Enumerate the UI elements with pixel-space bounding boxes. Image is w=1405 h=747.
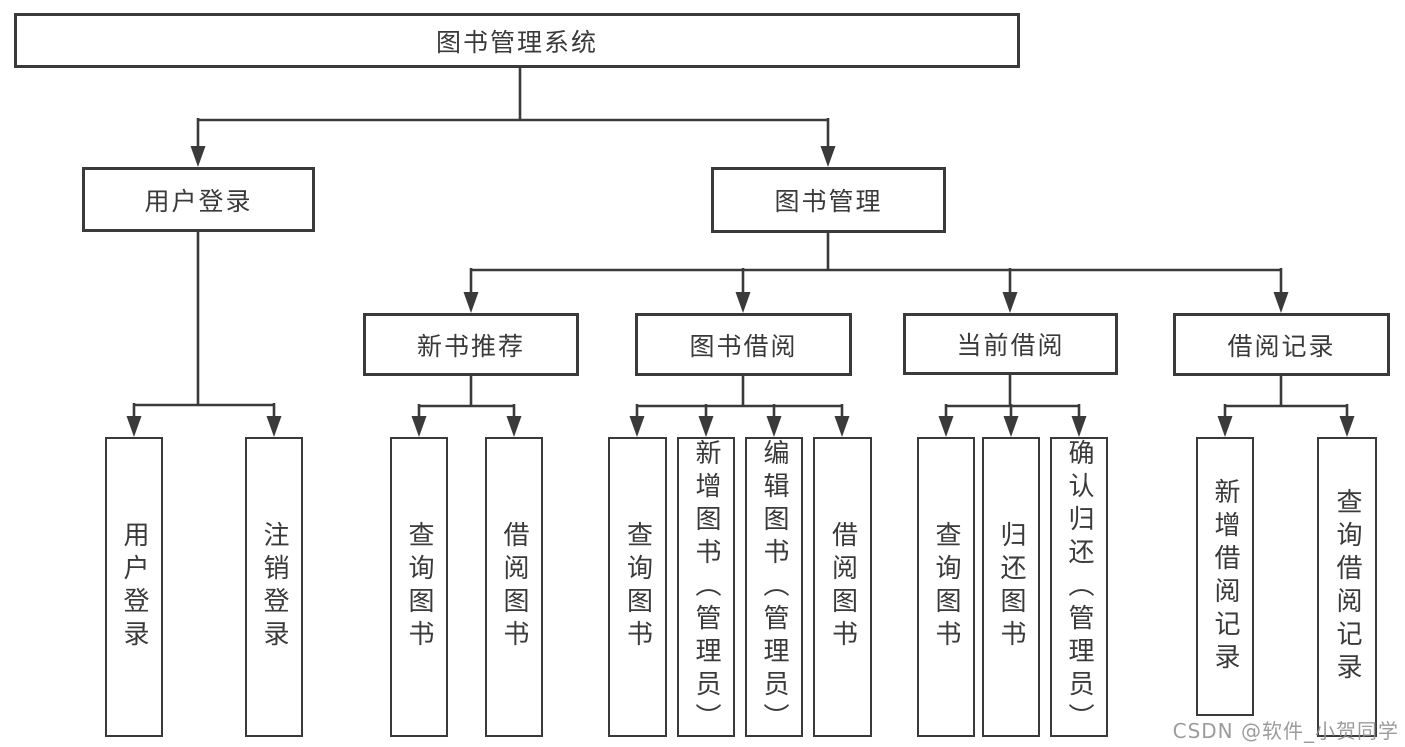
arrow-icon [735,292,751,313]
node-leaf-query-books-current: 查询图书 [917,437,975,737]
arrow-icon [1273,292,1289,313]
arrow-icon [463,292,479,313]
branch-borrowing-records [1223,376,1349,417]
node-leaf-confirm-return-admin: 确认归还（管理员） [1050,437,1108,737]
node-library-management-system: 图书管理系统 [14,13,1020,68]
node-borrowing-records: 借阅记录 [1173,313,1390,376]
node-leaf-query-books-recommend: 查询图书 [390,437,448,737]
arrow-icon [1071,416,1087,437]
arrow-icon [266,416,282,437]
arrow-icon [820,146,836,167]
arrow-icon [938,416,954,437]
branch-user-login [132,232,276,417]
arrow-icon [698,416,714,437]
branch-current-borrowing [944,375,1081,417]
arrow-icon [126,416,142,437]
node-user-login: 用户登录 [82,167,315,232]
node-leaf-borrow-books-recommend: 借阅图书 [485,437,543,737]
arrow-icon [1217,416,1233,437]
node-leaf-edit-books-admin: 编辑图书（管理员） [745,437,803,737]
arrow-icon [766,416,782,437]
node-leaf-add-borrow-record: 新增借阅记录 [1196,437,1254,716]
node-new-book-recommend: 新书推荐 [363,313,579,376]
node-leaf-query-borrow-record: 查询借阅记录 [1317,437,1377,737]
branch-book-management [469,233,1283,293]
arrowheads [126,146,1355,437]
branch-new-book-recommend [417,376,516,417]
arrow-icon [1003,416,1019,437]
node-leaf-user-login: 用户登录 [105,437,163,737]
node-book-borrowing: 图书借阅 [635,313,852,376]
branch-book-borrowing [635,376,844,417]
csdn-watermark: CSDN @软件_小贺同学 [1172,719,1399,743]
arrow-icon [411,416,427,437]
node-current-borrowing: 当前借阅 [903,313,1118,375]
node-leaf-borrow-books: 借阅图书 [813,437,872,737]
arrow-icon [190,146,206,167]
arrow-icon [1339,416,1355,437]
node-leaf-logout: 注销登录 [245,437,303,737]
arrow-icon [506,416,522,437]
branch-root [196,68,830,147]
node-book-management: 图书管理 [711,167,946,233]
node-leaf-query-books-borrowing: 查询图书 [608,437,667,737]
arrow-icon [629,416,645,437]
arrow-icon [1002,292,1018,313]
node-leaf-return-books: 归还图书 [982,437,1040,737]
node-leaf-add-books-admin: 新增图书（管理员） [677,437,735,737]
arrow-icon [834,416,850,437]
